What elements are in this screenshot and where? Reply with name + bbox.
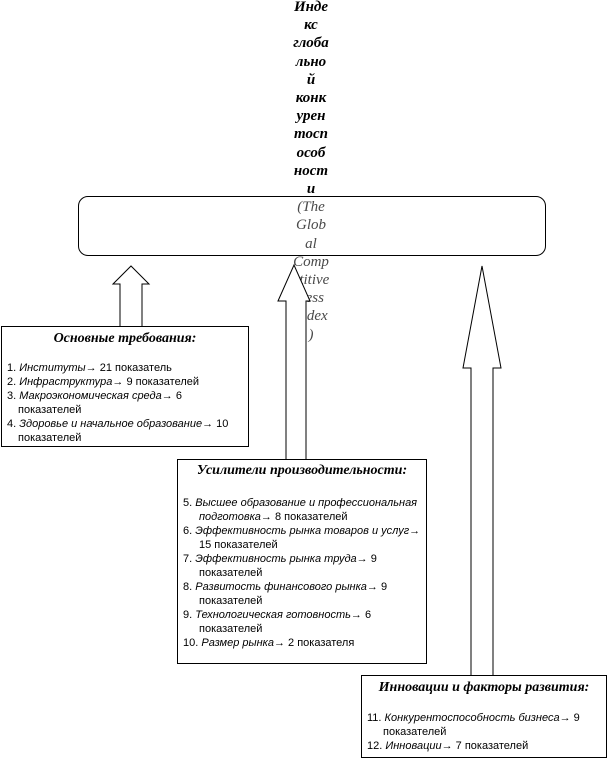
- arrow-glyph: →: [350, 609, 362, 621]
- title-subline: Glob: [296, 217, 326, 234]
- arrow-up-innovation: [462, 265, 502, 677]
- arrow-glyph: →: [161, 390, 173, 402]
- item-name: Здоровье и начальное образование: [19, 418, 203, 430]
- arrow-glyph: →: [441, 740, 453, 752]
- item-number: 1.: [7, 362, 17, 374]
- title-subline: al: [305, 235, 317, 252]
- item-name: Инфраструктура: [19, 376, 113, 388]
- title-subline: Comp: [293, 253, 329, 270]
- item-name: Размер рынка: [201, 637, 274, 649]
- title-line: ност: [293, 162, 329, 179]
- efficiency-enhancers-header: Усилители производительности:: [196, 463, 408, 478]
- indicator-item: 6. Эффективность рынка товаров и услуг→ …: [183, 524, 426, 552]
- indicator-item: 4. Здоровье и начальное образование→ 10 …: [7, 417, 248, 445]
- item-number: 8.: [183, 581, 193, 593]
- title-line: тосп: [294, 126, 328, 143]
- item-count: 7 показателей: [455, 740, 529, 752]
- item-name: Эффективность рынка труда: [195, 553, 357, 565]
- item-number: 11.: [367, 712, 382, 724]
- item-number: 2.: [7, 376, 17, 388]
- item-count: 2 показателя: [288, 637, 355, 649]
- title-line: урен: [296, 108, 326, 125]
- item-name: Инновации: [385, 740, 442, 752]
- item-name: Технологическая готовность: [195, 609, 351, 621]
- item-count: 8 показателей: [274, 511, 348, 523]
- arrow-up-efficiency: [277, 263, 311, 461]
- item-count: 6 показателей: [18, 390, 182, 416]
- title-line: кс: [304, 17, 318, 34]
- innovation-factors-box: Инновации и факторы развития: 11. Конкур…: [361, 675, 607, 758]
- arrow-glyph: →: [356, 553, 368, 565]
- innovation-factors-list: 11. Конкурентоспособность бизнеса→ 9 пок…: [362, 711, 606, 753]
- item-name: Развитость финансового рынка: [195, 581, 367, 593]
- item-number: 6.: [183, 525, 193, 537]
- item-count: 9 показателей: [383, 712, 580, 738]
- item-count: 10 показателей: [18, 418, 229, 444]
- arrow-glyph: →: [260, 511, 272, 523]
- item-name: Конкурентоспособность бизнеса: [384, 712, 560, 724]
- indicator-item: 12. Инновации→ 7 показателей: [367, 739, 606, 753]
- item-number: 12.: [367, 740, 383, 752]
- title-line: й: [306, 71, 316, 88]
- indicator-item: 3. Макроэкономическая среда→ 6 показател…: [7, 389, 248, 417]
- indicator-item: 10. Размер рынка→ 2 показателя: [183, 636, 426, 650]
- item-count: 6 показателей: [199, 609, 372, 635]
- arrow-glyph: →: [366, 581, 378, 593]
- item-number: 10.: [183, 637, 199, 649]
- title-line: глоба: [293, 35, 329, 52]
- title-subline: (The: [297, 199, 325, 216]
- arrow-glyph: →: [85, 362, 97, 374]
- indicator-item: 8. Развитость финансового рынка→ 9 показ…: [183, 580, 426, 608]
- basic-requirements-header: Основные требования:: [53, 331, 197, 346]
- item-name: Макроэкономическая среда: [19, 390, 162, 402]
- arrow-glyph: →: [202, 418, 214, 430]
- title-line: льно: [295, 53, 327, 70]
- indicator-item: 11. Конкурентоспособность бизнеса→ 9 пок…: [367, 711, 606, 739]
- item-number: 5.: [183, 497, 193, 509]
- basic-requirements-box: Основные требования: 1. Институты→ 21 по…: [1, 326, 249, 447]
- efficiency-enhancers-box: Усилители производительности: 5. Высшее …: [177, 459, 427, 664]
- efficiency-enhancers-list: 5. Высшее образование и профессиональная…: [178, 496, 426, 650]
- item-count: 9 показателей: [199, 581, 388, 607]
- arrow-glyph: →: [559, 712, 571, 724]
- title-line: Инде: [293, 0, 329, 15]
- indicator-item: 1. Институты→ 21 показатель: [7, 361, 248, 375]
- title-line: особ: [296, 144, 326, 161]
- indicator-item: 2. Инфраструктура→ 9 показателей: [7, 375, 248, 389]
- title-line: конк: [295, 90, 327, 107]
- item-name: Институты: [19, 362, 86, 374]
- item-count: 9 показателей: [199, 553, 377, 579]
- indicator-item: 5. Высшее образование и профессиональная…: [183, 496, 426, 524]
- item-name: Высшее образование и профессиональная по…: [195, 497, 418, 523]
- arrow-glyph: →: [409, 525, 421, 537]
- arrow-glyph: →: [273, 637, 285, 649]
- indicator-item: 7. Эффективность рынка труда→ 9 показате…: [183, 552, 426, 580]
- item-name: Эффективность рынка товаров и услуг: [195, 525, 410, 537]
- item-number: 7.: [183, 553, 193, 565]
- item-number: 9.: [183, 609, 193, 621]
- indicator-item: 9. Технологическая готовность→ 6 показат…: [183, 608, 426, 636]
- title-line: и: [306, 181, 316, 198]
- title-subline: ): [308, 326, 314, 343]
- arrow-up-basic: [111, 265, 151, 328]
- index-frame: [78, 196, 546, 256]
- item-number: 3.: [7, 390, 17, 402]
- item-count: 21 показатель: [99, 362, 172, 374]
- innovation-factors-header: Инновации и факторы развития:: [378, 680, 590, 695]
- item-count: 9 показателей: [126, 376, 200, 388]
- arrow-glyph: →: [112, 376, 124, 388]
- item-number: 4.: [7, 418, 17, 430]
- item-count: 15 показателей: [199, 539, 278, 551]
